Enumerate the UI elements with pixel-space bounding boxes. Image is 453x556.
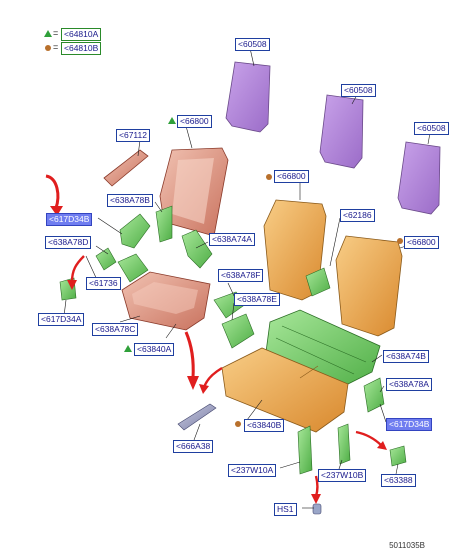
callout-66800[interactable]: <66800 — [177, 115, 212, 128]
callout-61736[interactable]: <61736 — [86, 277, 121, 290]
callout-617D34B-highlighted[interactable]: <617D34B — [46, 213, 93, 226]
callout-66800[interactable]: <66800 — [274, 170, 309, 183]
hs1-pin — [312, 503, 322, 515]
callout-638A78A[interactable]: <638A78A — [386, 378, 432, 391]
grey-strap-part — [177, 403, 217, 431]
callout-63840A[interactable]: <63840A — [134, 343, 175, 356]
legend-label-64810A: <64810A — [61, 28, 102, 41]
callout-60508[interactable]: <60508 — [414, 122, 449, 135]
callout-638A78D[interactable]: <638A78D — [45, 236, 92, 249]
green-bracket-parts — [59, 205, 407, 475]
callout-638A78E[interactable]: <638A78E — [234, 293, 280, 306]
callout-638A74B[interactable]: <638A74B — [383, 350, 429, 363]
callout-HS1[interactable]: HS1 — [274, 503, 297, 516]
legend-label-64810B: <64810B — [61, 42, 102, 55]
callout-237W10A[interactable]: <237W10A — [228, 464, 277, 477]
callout-67112[interactable]: <67112 — [116, 129, 150, 142]
rear-cushion — [221, 347, 349, 433]
front-seatback — [159, 147, 229, 237]
headrest-right — [397, 141, 441, 215]
rear-seatback-right — [335, 235, 403, 337]
callout-60508[interactable]: <60508 — [341, 84, 376, 97]
callout-638A78C[interactable]: <638A78C — [92, 323, 139, 336]
triangle-markers — [44, 30, 176, 352]
front-bolster — [103, 149, 149, 187]
callout-62186[interactable]: <62186 — [340, 209, 375, 222]
diagram-reference-number: 5011035B — [389, 541, 425, 550]
callout-66800[interactable]: <66800 — [404, 236, 439, 249]
legend-equals: = — [53, 28, 59, 38]
headrest-left — [225, 61, 271, 133]
callout-617D34A[interactable]: <617D34A — [38, 313, 85, 326]
callout-237W10B[interactable]: <237W10B — [318, 469, 367, 482]
callout-638A78F[interactable]: <638A78F — [218, 269, 264, 282]
front-cushion — [121, 271, 211, 331]
circle-markers — [45, 45, 403, 427]
red-arrows — [45, 174, 387, 504]
callout-638A78B[interactable]: <638A78B — [107, 194, 153, 207]
legend-equals: = — [53, 42, 59, 52]
callout-638A74A[interactable]: <638A74A — [209, 233, 255, 246]
callout-60508[interactable]: <60508 — [235, 38, 270, 51]
callout-63840B[interactable]: <63840B — [244, 419, 285, 432]
callout-63388[interactable]: <63388 — [381, 474, 416, 487]
callout-617D34B[interactable]: <617D34B — [386, 418, 433, 431]
callout-666A38[interactable]: <666A38 — [173, 440, 214, 453]
headrest-middle — [319, 94, 364, 169]
